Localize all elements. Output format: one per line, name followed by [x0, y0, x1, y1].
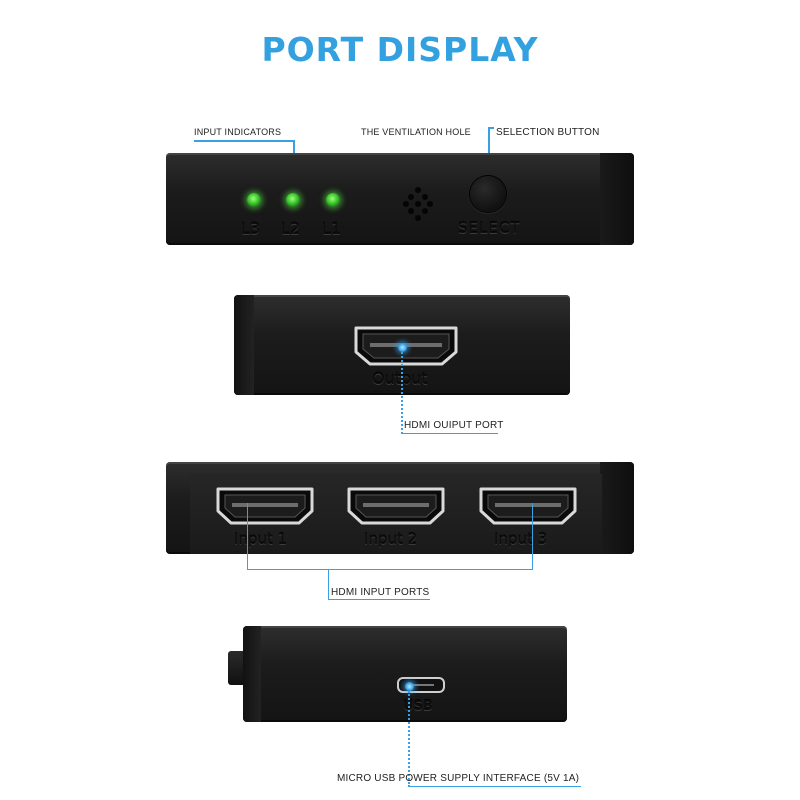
- leader-line: [408, 691, 410, 787]
- hdmi-input-port-2-icon[interactable]: [347, 487, 445, 525]
- callout-point: [405, 682, 414, 691]
- led-l1-icon: [326, 193, 340, 207]
- select-button[interactable]: [470, 176, 506, 212]
- leader-line: [488, 127, 494, 129]
- select-label: SELECT: [458, 219, 521, 237]
- device-usb-stub: [228, 651, 244, 685]
- device-top-body: [166, 153, 634, 245]
- callout-hdmi-output-port: HDMI OUIPUT PORT: [404, 420, 504, 431]
- device-usb-side: [243, 626, 261, 722]
- led-l2-icon: [286, 193, 300, 207]
- callout-ventilation-hole: THE VENTILATION HOLE: [361, 127, 471, 137]
- hdmi-input-port-1-icon[interactable]: [216, 487, 314, 525]
- device-top-edge: [600, 153, 634, 245]
- input-port-label-3: Input 3: [494, 530, 548, 548]
- page-title: PORT DISPLAY: [261, 30, 539, 69]
- hdmi-input-port-3-icon[interactable]: [479, 487, 577, 525]
- leader-line: [247, 503, 248, 570]
- led-l3-icon: [247, 193, 261, 207]
- callout-point: [398, 343, 407, 352]
- led-label-l2: L2: [281, 219, 301, 238]
- usb-port-label: USB: [403, 699, 433, 714]
- device-inputs-edge: [600, 462, 634, 554]
- device-usb-body: [243, 626, 567, 722]
- output-port-label: Output: [372, 369, 428, 388]
- leader-line: [409, 786, 581, 787]
- led-label-l1: L1: [322, 219, 342, 238]
- leader-line: [247, 569, 533, 570]
- leader-line: [194, 140, 295, 142]
- callout-selection-button: SELECTION BUTTON: [496, 127, 600, 138]
- leader-line: [402, 433, 498, 434]
- ventilation-hole-icon: [403, 187, 433, 221]
- input-port-label-1: Input 1: [234, 530, 288, 548]
- callout-micro-usb: MICRO USB POWER SUPPLY INTERFACE (5V 1A): [337, 773, 580, 784]
- leader-line: [401, 352, 403, 434]
- led-label-l3: L3: [241, 219, 261, 238]
- leader-line: [532, 503, 533, 570]
- leader-line: [328, 569, 329, 600]
- input-port-label-2: Input 2: [364, 530, 418, 548]
- device-output-side: [234, 295, 254, 395]
- callout-input-indicators: INPUT INDICATORS: [194, 127, 282, 137]
- callout-hdmi-input-ports: HDMI INPUT PORTS: [331, 587, 430, 598]
- leader-line: [328, 599, 430, 600]
